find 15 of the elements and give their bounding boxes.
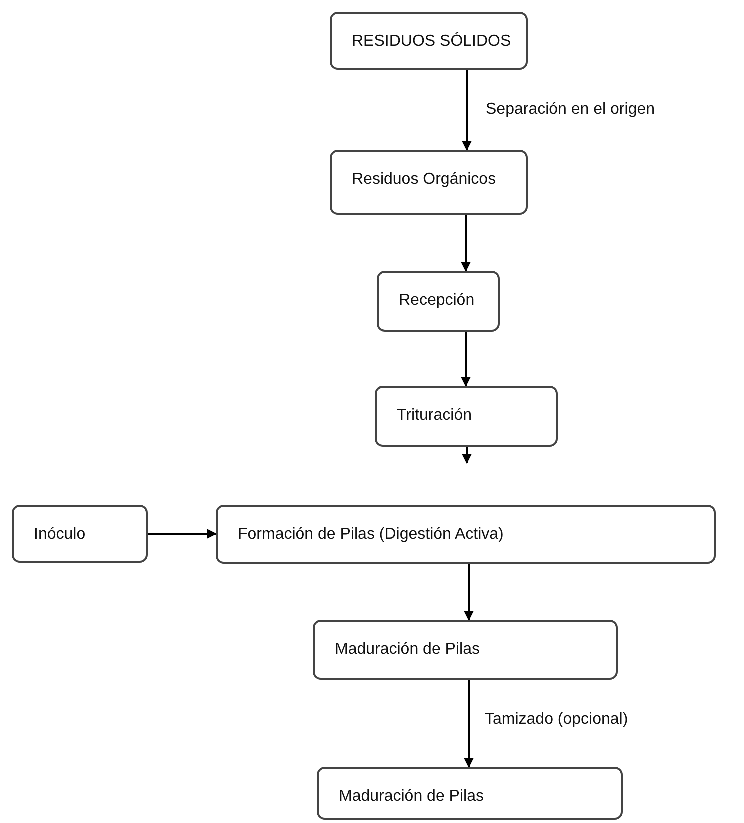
process-box: Formación de Pilas (Digestión Activa) bbox=[216, 505, 716, 564]
process-box: Trituración bbox=[375, 386, 558, 447]
process-box: Recepción bbox=[377, 271, 500, 332]
arrow bbox=[461, 215, 471, 272]
arrow bbox=[464, 564, 474, 621]
process-box: Inóculo bbox=[12, 505, 148, 563]
arrow bbox=[464, 680, 474, 768]
process-box: Residuos Orgánicos bbox=[330, 150, 528, 215]
arrow bbox=[461, 332, 471, 387]
arrow bbox=[462, 447, 472, 464]
process-box: RESIDUOS SÓLIDOS bbox=[330, 12, 528, 70]
process-box: Maduración de Pilas bbox=[317, 767, 623, 820]
arrow bbox=[462, 70, 472, 151]
process-box: Maduración de Pilas bbox=[313, 620, 618, 680]
arrow bbox=[148, 529, 217, 539]
